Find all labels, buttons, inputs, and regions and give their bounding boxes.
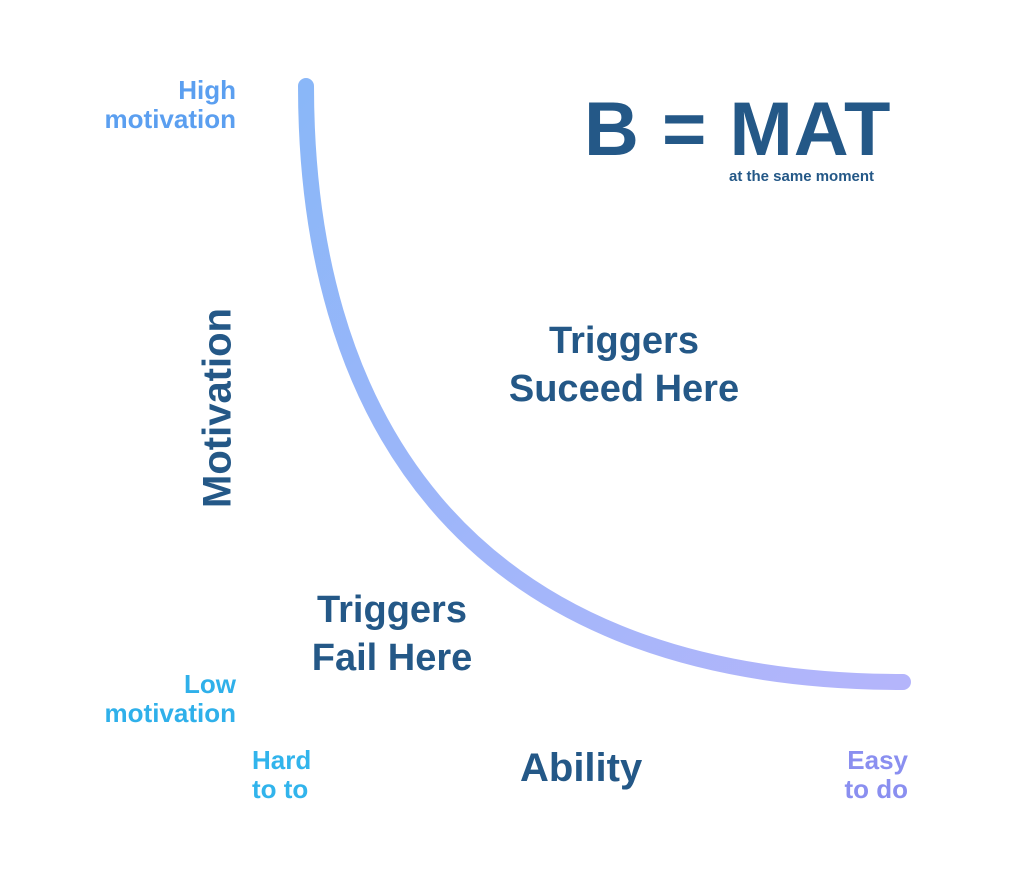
triggers-succeed-region-label: Triggers Suceed Here <box>474 318 774 414</box>
high-motivation-line1: High <box>178 75 236 105</box>
low-motivation-line2: motivation <box>104 698 236 729</box>
hard-to-do-label: Hard to to <box>252 745 312 805</box>
formula-title: B = MAT <box>584 87 892 172</box>
formula-subtitle: at the same moment <box>729 168 875 185</box>
high-motivation-label: High motivation <box>56 75 236 135</box>
fail-line1: Triggers <box>317 589 467 631</box>
high-motivation-line2: motivation <box>104 104 236 135</box>
hard-line1: Hard <box>252 745 312 775</box>
triggers-fail-region-label: Triggers Fail Here <box>262 587 522 683</box>
motivation-axis-title: Motivation <box>195 308 240 508</box>
fail-line2: Fail Here <box>311 636 473 679</box>
success-line1: Triggers <box>549 320 699 362</box>
low-motivation-label: Low motivation <box>56 669 236 729</box>
easy-line1: Easy <box>847 745 908 775</box>
success-line2: Suceed Here <box>508 367 740 410</box>
ability-axis-title: Ability <box>520 746 643 790</box>
action-line-curve <box>298 78 911 690</box>
easy-to-do-label: Easy to do <box>838 745 908 805</box>
hard-line2: to to <box>252 774 309 805</box>
low-motivation-line1: Low <box>184 669 236 699</box>
easy-line2: to do <box>844 774 908 805</box>
